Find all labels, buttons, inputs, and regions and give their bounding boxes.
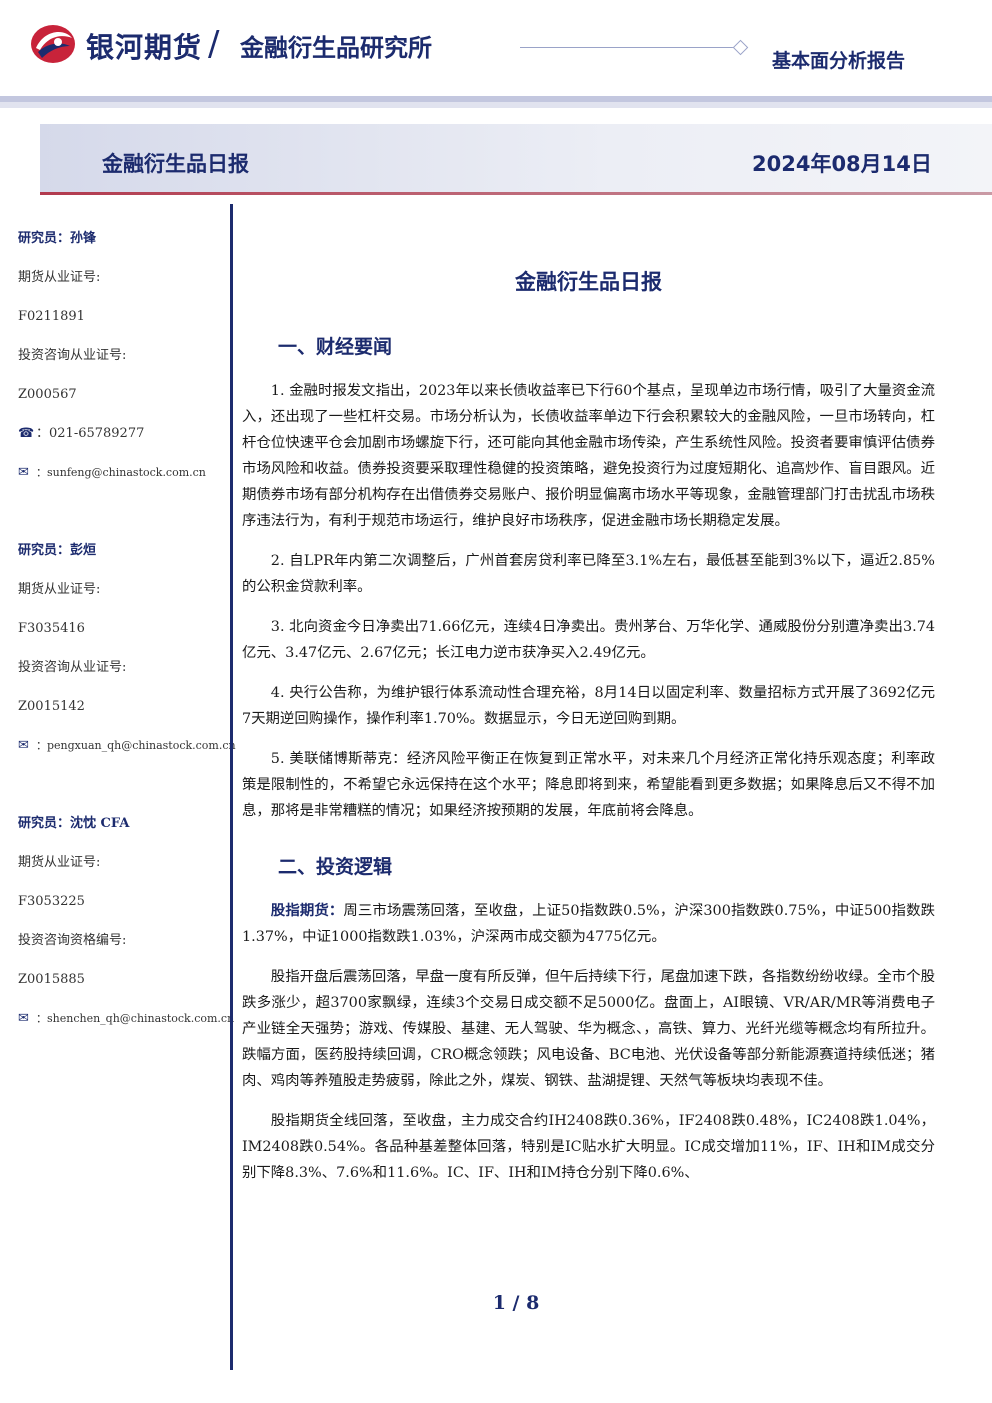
title-bar bbox=[40, 124, 992, 194]
logic-paragraph: 股指期货：周三市场震荡回落，至收盘，上证50指数跌0.5%，沪深300指数跌0.… bbox=[242, 898, 935, 950]
analyst-name: 研究员：彭烜 bbox=[18, 543, 97, 558]
main-title: 金融衍生品日报 bbox=[515, 270, 662, 294]
news-item: 2. 自LPR年内第二次调整后，广州首套房贷利率已降至3.1%左右，最低甚至能到… bbox=[242, 553, 935, 595]
logic-paragraph: 股指期货全线回落，至收盘，主力成交合约IH2408跌0.36%，IF2408跌0… bbox=[242, 1113, 935, 1181]
consult-value: Z0015885 bbox=[18, 972, 85, 987]
news-item: 3. 北向资金今日净卖出71.66亿元，连续4日净卖出。贵州茅台、万华化学、通威… bbox=[242, 619, 935, 661]
consult-label: 投资咨询资格编号: bbox=[18, 933, 127, 948]
phone-icon: ☎ bbox=[18, 426, 35, 441]
email-row: ✉ ：shenchen_qh@chinastock.com.cn bbox=[18, 1006, 234, 1045]
doc-date: 2024年08月14日 bbox=[752, 152, 932, 176]
consult-label: 投资咨询从业证号: bbox=[18, 660, 127, 675]
logic-paragraph: 股指开盘后震荡回落，早盘一度有所反弹，但午后持续下行，尾盘加速下跌，各指数纷纷收… bbox=[242, 969, 935, 1089]
cert-value: F0211891 bbox=[18, 309, 85, 324]
news-item: 1. 金融时报发文指出，2023年以来长债收益率已下行60个基点，呈现单边市场行… bbox=[242, 383, 935, 529]
analyst-sidebar: 研究员：孙锋 期货从业证号: F0211891 投资咨询从业证号: Z00056… bbox=[18, 226, 236, 1045]
header-band bbox=[0, 96, 992, 102]
email-address[interactable]: ：pengxuan_qh@chinastock.com.cn bbox=[36, 739, 236, 752]
consult-value: Z000567 bbox=[18, 387, 77, 402]
section-title-news: 一、财经要闻 bbox=[278, 336, 393, 358]
brand-name: 银河期货 bbox=[86, 31, 203, 64]
index-futures-text: 周三市场震荡回落，至收盘，上证50指数跌0.5%，沪深300指数跌0.75%，中… bbox=[242, 903, 935, 945]
page-number: 1 / 8 bbox=[492, 1292, 540, 1314]
analyst-name: 研究员：沈忱 CFA bbox=[18, 816, 130, 831]
cert-label: 期货从业证号: bbox=[18, 270, 101, 285]
title-bar-accent-line bbox=[40, 192, 992, 195]
cert-label: 期货从业证号: bbox=[18, 582, 101, 597]
consult-value: Z0015142 bbox=[18, 699, 85, 714]
section-title-logic: 二、投资逻辑 bbox=[278, 856, 393, 878]
phone-number: ：021-65789277 bbox=[36, 426, 145, 441]
email-address[interactable]: ：shenchen_qh@chinastock.com.cn bbox=[36, 1012, 235, 1025]
institute-name: 金融衍生品研究所 bbox=[240, 34, 432, 62]
email-address[interactable]: ：sunfeng@chinastock.com.cn bbox=[36, 466, 206, 479]
diamond-icon bbox=[732, 39, 749, 56]
phone-row: ☎：021-65789277 bbox=[18, 421, 223, 460]
cert-value: F3053225 bbox=[18, 894, 85, 909]
main-content: 金融衍生品日报 一、财经要闻 1. 金融时报发文指出，2023年以来长债收益率已… bbox=[242, 260, 935, 1186]
email-row: ✉ ：sunfeng@chinastock.com.cn bbox=[18, 460, 223, 499]
doc-title: 金融衍生品日报 bbox=[102, 152, 249, 176]
news-item: 4. 央行公告称，为维护银行体系流动性合理充裕，8月14日以固定利率、数量招标方… bbox=[242, 685, 935, 727]
cert-value: F3035416 bbox=[18, 621, 85, 636]
index-futures-label: 股指期货： bbox=[270, 902, 344, 919]
galaxy-logo-icon bbox=[31, 25, 75, 63]
envelope-icon: ✉ bbox=[18, 465, 29, 480]
envelope-icon: ✉ bbox=[18, 738, 29, 753]
header-deco-line bbox=[520, 47, 735, 48]
header-band-light bbox=[0, 102, 992, 108]
column-divider bbox=[230, 204, 233, 1370]
consult-label: 投资咨询从业证号: bbox=[18, 348, 127, 363]
analyst-name: 研究员：孙锋 bbox=[18, 231, 97, 246]
email-row: ✉ ：pengxuan_qh@chinastock.com.cn bbox=[18, 733, 236, 772]
page-header: 银河期货 / 金融衍生品研究所 基本面分析报告 bbox=[0, 0, 992, 96]
header-slash: / bbox=[208, 24, 220, 64]
cert-label: 期货从业证号: bbox=[18, 855, 101, 870]
report-type: 基本面分析报告 bbox=[772, 50, 906, 72]
news-item: 5. 美联储博斯蒂克：经济风险平衡正在恢复到正常水平，对未来几个月经济正常化持乐… bbox=[242, 751, 935, 819]
envelope-icon: ✉ bbox=[18, 1011, 29, 1026]
